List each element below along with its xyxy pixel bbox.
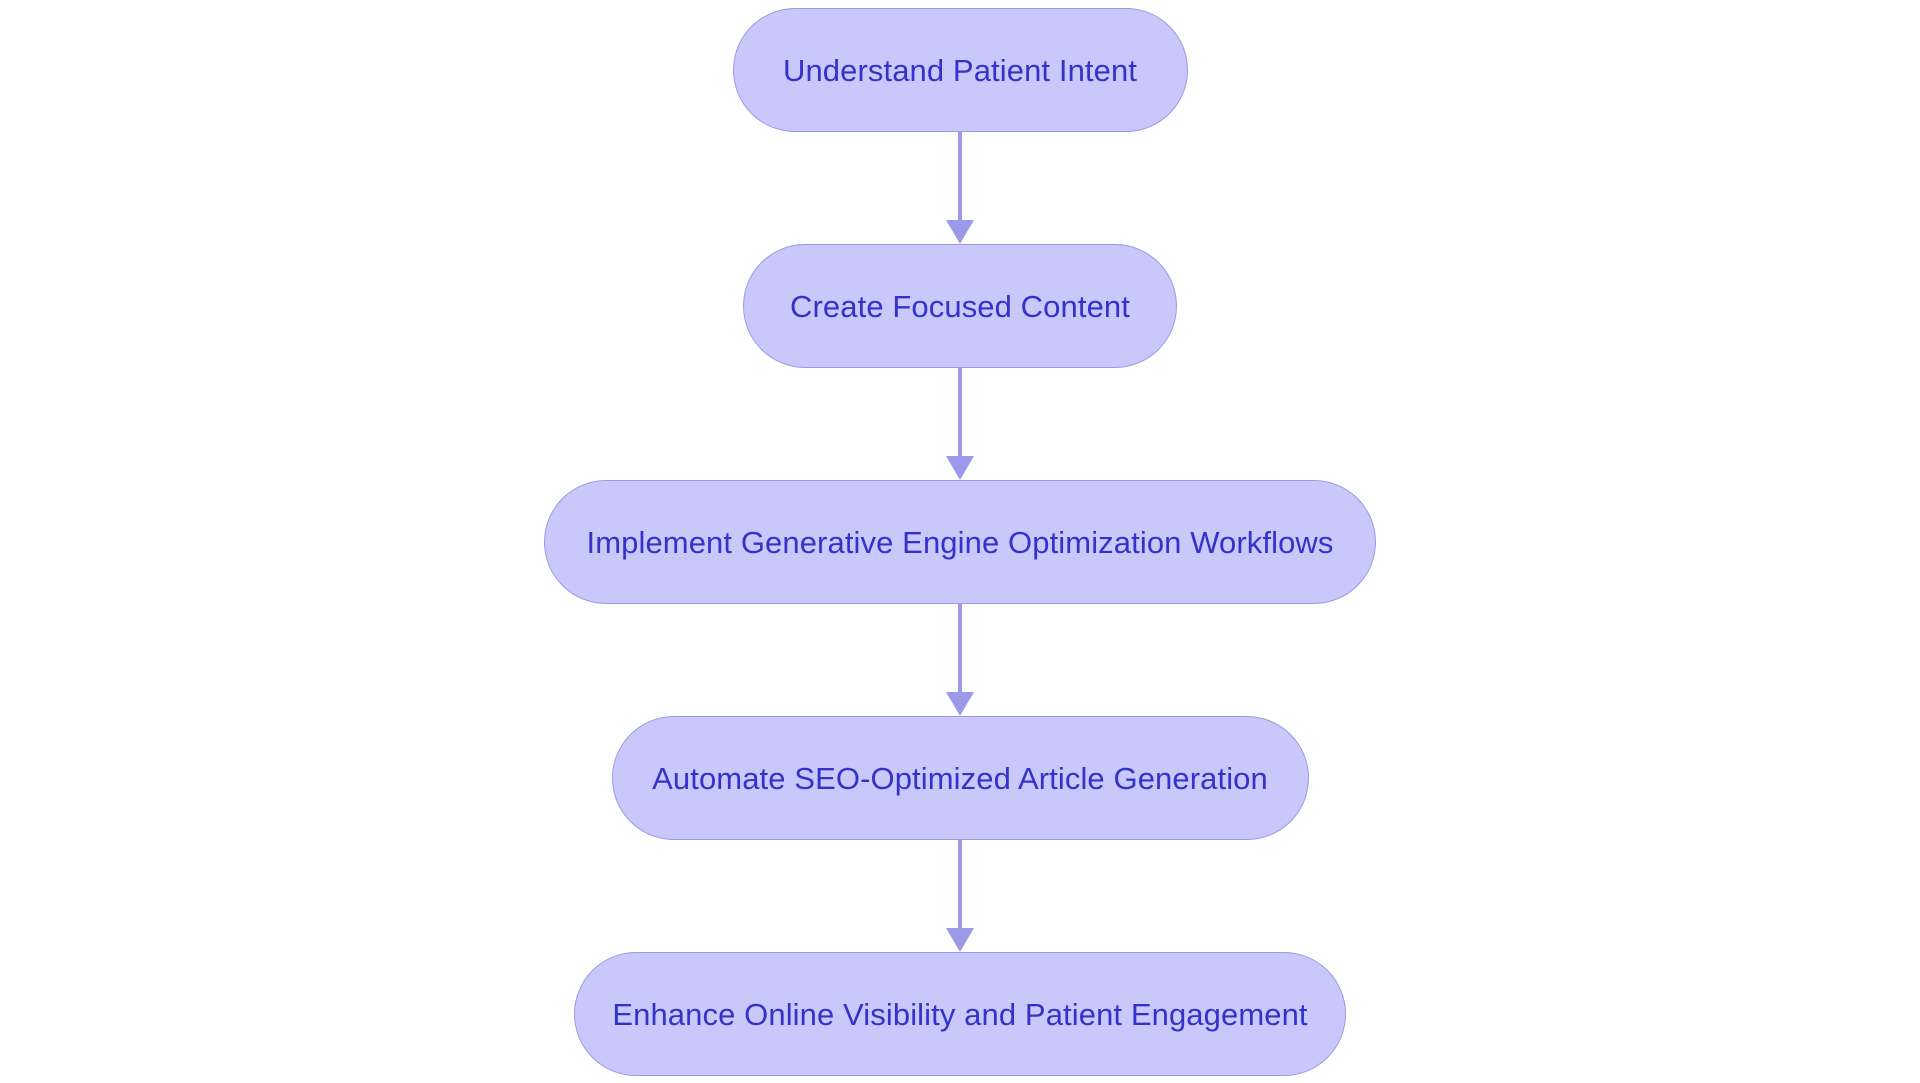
flowchart-node-create-focused-content[interactable]: Create Focused Content bbox=[743, 244, 1177, 368]
arrow-head-down-icon bbox=[946, 692, 974, 716]
flowchart-node-enhance-online-visibility[interactable]: Enhance Online Visibility and Patient En… bbox=[574, 952, 1346, 1076]
flowchart-node-automate-seo-article-generation[interactable]: Automate SEO-Optimized Article Generatio… bbox=[611, 716, 1309, 840]
flowchart-node-label: Enhance Online Visibility and Patient En… bbox=[612, 996, 1308, 1032]
arrow-head-down-icon bbox=[946, 928, 974, 952]
arrow-line bbox=[958, 840, 962, 930]
arrow-head-down-icon bbox=[946, 220, 974, 244]
arrow-line bbox=[958, 132, 962, 222]
flowchart-node-label: Create Focused Content bbox=[790, 288, 1130, 324]
flowchart-node-implement-geo-workflows[interactable]: Implement Generative Engine Optimization… bbox=[544, 480, 1376, 604]
flowchart-node-label: Understand Patient Intent bbox=[782, 52, 1138, 88]
flowchart-arrow-n1-to-n2 bbox=[940, 132, 980, 244]
arrow-line bbox=[958, 604, 962, 694]
arrow-head-down-icon bbox=[946, 456, 974, 480]
flowchart-node-label: Implement Generative Engine Optimization… bbox=[586, 524, 1334, 560]
flowchart-node-label: Automate SEO-Optimized Article Generatio… bbox=[652, 760, 1268, 796]
flowchart-node-understand-patient-intent[interactable]: Understand Patient Intent bbox=[732, 8, 1188, 132]
flowchart-arrow-n4-to-n5 bbox=[940, 840, 980, 952]
flowchart-arrow-n2-to-n3 bbox=[940, 368, 980, 480]
flowchart-arrow-n3-to-n4 bbox=[940, 604, 980, 716]
arrow-line bbox=[958, 368, 962, 458]
top-spacer bbox=[960, 0, 961, 8]
